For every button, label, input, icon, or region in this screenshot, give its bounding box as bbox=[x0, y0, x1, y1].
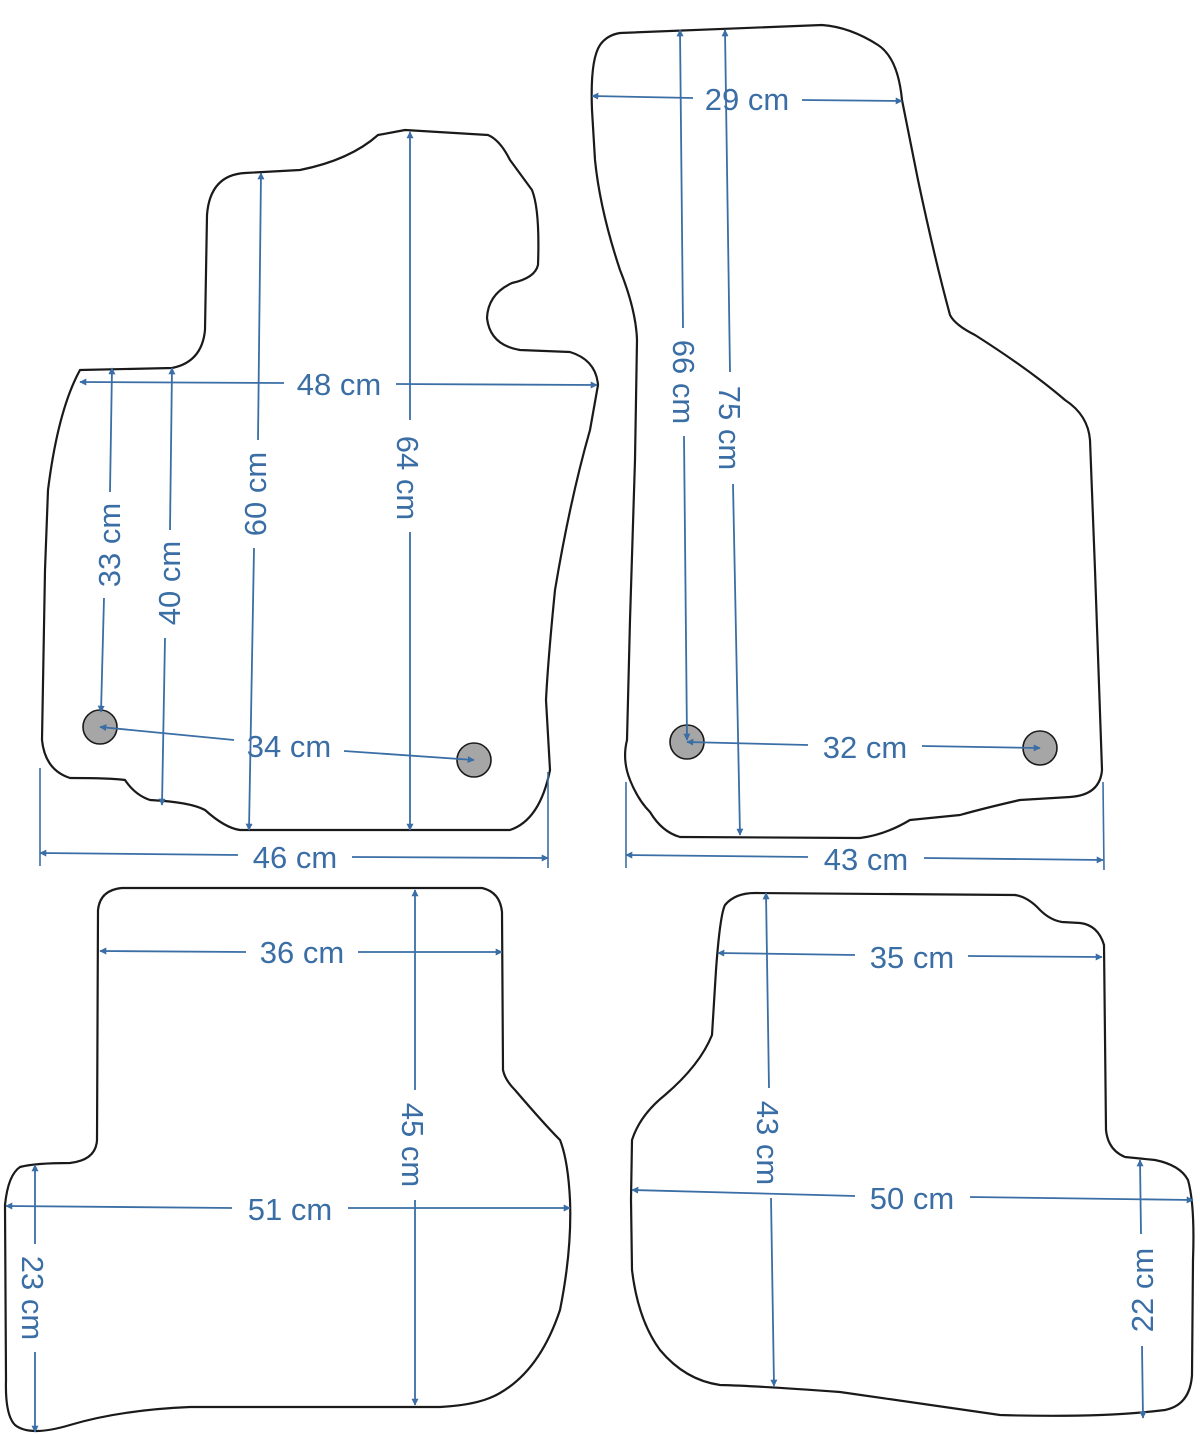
front-right-width-top-line-b bbox=[801, 97, 903, 105]
front-right-h66-line-a bbox=[676, 29, 684, 329]
rear-right-width-mid-label: 50 cm bbox=[870, 1181, 954, 1216]
front-left-h40-line-a bbox=[168, 367, 176, 531]
rear-right-side-height-label: 22 cm bbox=[1125, 1248, 1160, 1332]
front-right-extension-right bbox=[1102, 781, 1105, 871]
front-right-width-bottom-label: 43 cm bbox=[824, 842, 908, 877]
rear-left-width-mid-line-a bbox=[5, 1202, 233, 1210]
front-left-h60-line-b bbox=[245, 547, 255, 831]
rear-left-width-top-line-a bbox=[99, 947, 247, 955]
front-right-hole-spacing-line-b bbox=[921, 744, 1041, 752]
front-left-h60-label: 60 cm bbox=[238, 452, 273, 536]
front-left-h40-line-b bbox=[158, 637, 166, 806]
front-left-h40-label: 40 cm bbox=[152, 541, 187, 625]
rear-left-mat-outline bbox=[3, 886, 572, 1433]
front-right-h66-label: 66 cm bbox=[666, 340, 701, 424]
front-right-mat: 29 cm 66 cm 75 cm 32 cm 43 cm bbox=[590, 23, 1105, 877]
front-right-width-bottom-line-b bbox=[923, 856, 1104, 864]
rear-right-width-top-line-a bbox=[717, 949, 856, 957]
front-right-h75-line-a bbox=[721, 29, 731, 373]
front-left-h60-line-a bbox=[257, 172, 265, 441]
front-left-hole-spacing-line-a bbox=[99, 724, 235, 741]
front-right-width-bottom-line-a bbox=[625, 851, 809, 859]
front-left-width-top-line-b bbox=[395, 381, 598, 389]
rear-right-height-line-b bbox=[770, 1197, 778, 1387]
rear-right-side-height-line-b bbox=[1139, 1345, 1147, 1419]
front-left-h33-line-b bbox=[97, 597, 105, 713]
front-right-width-top-line-a bbox=[591, 92, 694, 100]
front-right-h66-line-b bbox=[683, 435, 691, 741]
rear-right-width-mid-line-b bbox=[969, 1196, 1194, 1204]
front-left-width-top-line-a bbox=[79, 378, 285, 386]
rear-right-width-top-line-b bbox=[967, 953, 1103, 961]
front-right-h75-label: 75 cm bbox=[712, 386, 747, 470]
rear-left-mat: 36 cm 45 cm 51 cm 23 cm bbox=[3, 886, 572, 1433]
front-left-width-top-label: 48 cm bbox=[297, 367, 381, 402]
front-right-h75-line-b bbox=[732, 483, 744, 836]
rear-right-height-line-a bbox=[762, 892, 770, 1089]
front-left-mat: 48 cm 33 cm 40 cm 60 cm 64 cm 34 cm 46 c… bbox=[39, 128, 600, 875]
front-right-hole-spacing-label: 32 cm bbox=[823, 730, 907, 765]
front-right-hole-spacing-line-a bbox=[686, 738, 809, 746]
front-right-width-top-label: 29 cm bbox=[705, 82, 789, 117]
front-left-h64-label: 64 cm bbox=[390, 436, 425, 520]
front-left-hole-spacing-line-b bbox=[343, 750, 475, 764]
rear-left-width-mid-label: 51 cm bbox=[248, 1192, 332, 1227]
front-left-mat-outline bbox=[40, 128, 600, 832]
front-left-h33-label: 33 cm bbox=[92, 503, 127, 587]
rear-left-side-height-label: 23 cm bbox=[15, 1256, 50, 1340]
front-left-width-bottom-line-b bbox=[351, 854, 549, 862]
rear-right-width-mid-line-a bbox=[631, 1186, 856, 1197]
rear-left-height-label: 45 cm bbox=[395, 1103, 430, 1187]
front-left-width-bottom-line-a bbox=[39, 849, 239, 857]
rear-right-width-top-label: 35 cm bbox=[870, 940, 954, 975]
rear-right-height-label: 43 cm bbox=[750, 1101, 785, 1185]
front-left-hole-spacing-label: 34 cm bbox=[247, 729, 331, 764]
rear-left-width-top-label: 36 cm bbox=[260, 935, 344, 970]
front-left-h33-line-a bbox=[108, 367, 116, 493]
rear-right-mat: 35 cm 43 cm 50 cm 22 cm bbox=[629, 891, 1195, 1419]
rear-right-side-height-line-a bbox=[1136, 1159, 1144, 1235]
front-left-width-bottom-label: 46 cm bbox=[253, 840, 337, 875]
front-right-mat-outline bbox=[590, 23, 1104, 840]
